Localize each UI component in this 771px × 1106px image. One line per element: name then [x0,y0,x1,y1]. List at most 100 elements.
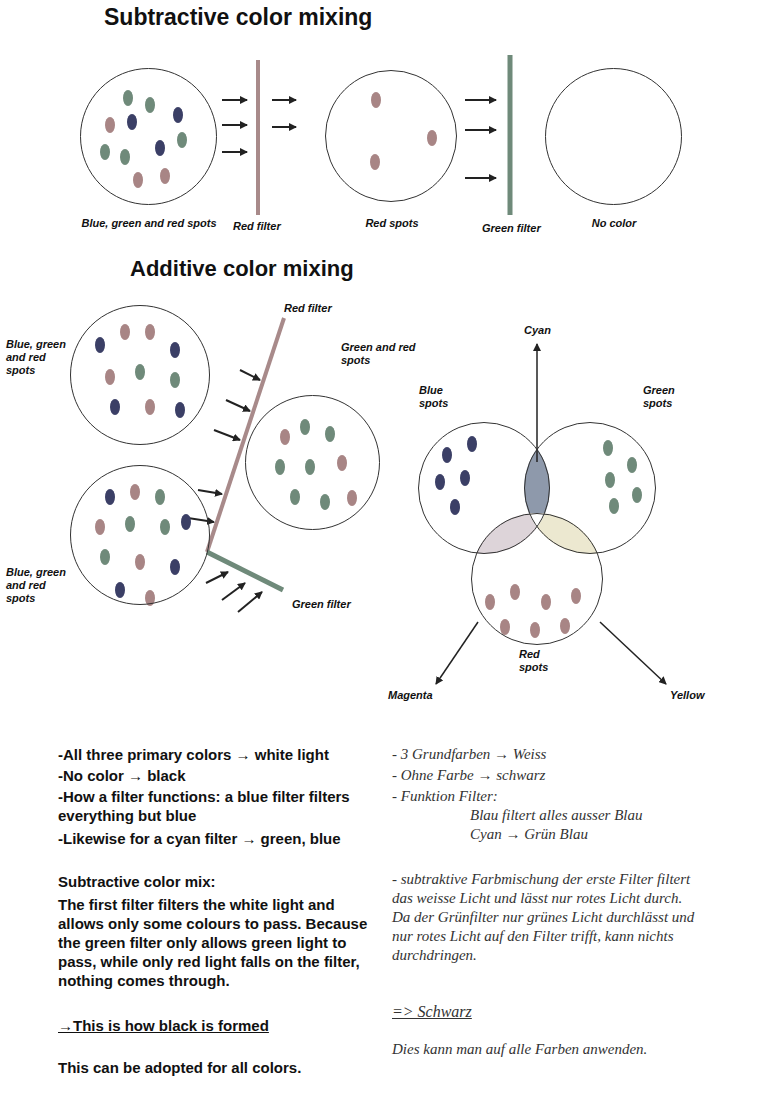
color-spot [510,584,520,600]
circle-caption: Blue, green and red spots [6,566,68,605]
color-spot [177,132,187,148]
color-spot [632,487,642,503]
circle-node: Green spots [524,422,656,554]
text-label: Red filter [284,302,354,315]
color-spot [435,474,445,490]
color-spot [160,168,170,184]
circle-node: Red spots [471,513,603,645]
color-spot [460,470,470,486]
color-spots [95,90,642,638]
color-spot [105,489,115,505]
color-spot [155,140,165,156]
color-spot [175,402,185,418]
color-spot [371,92,381,108]
color-spot [120,324,130,340]
text-label: Subtractive color mix: [58,872,378,891]
color-spot [300,419,310,435]
color-spot [603,440,613,456]
circle-node: Blue, green and red spots [70,465,210,605]
text-label: -No color → black [58,766,378,785]
text-label: The first filter filters the white light… [58,895,376,990]
color-spot [170,559,180,575]
color-spot [485,594,495,610]
circle-caption: Blue spots [419,384,469,410]
color-spot [571,588,581,604]
color-spot [123,90,133,106]
color-spot [133,172,143,188]
color-spot [305,459,315,475]
text-label: => Schwarz [392,1002,472,1021]
text-label: -All three primary colors → white light [58,745,378,764]
color-spot [467,436,477,452]
color-spot [605,472,615,488]
color-spot [105,117,115,133]
text-label: Dies kann man auf alle Farben anwenden. [392,1040,692,1059]
text-label: Additive color mixing [130,256,354,282]
color-spot [105,369,115,385]
pointer-arrows [436,344,666,684]
circle-node: Blue spots [418,422,550,554]
color-spot [95,337,105,353]
circle-node: Blue, green and red spots [70,305,210,445]
color-spot [135,364,145,380]
color-spot [95,519,105,535]
text-label: -How a filter functions: a blue filter f… [58,787,358,825]
text-label: Green filter [292,598,372,611]
color-spot [442,447,452,463]
text-label: Yellow [670,689,720,702]
color-spot [450,499,460,515]
filters [207,55,510,590]
text-label: - Ohne Farbe → schwarz [392,766,692,785]
color-spot [115,582,125,598]
color-spot [500,619,510,635]
color-spot [325,426,335,442]
circle-caption: Red spots [519,648,569,674]
circle-node: Blue, green and red spots [80,68,217,205]
color-spot [280,429,290,445]
color-spot [170,342,180,358]
text-label: Red filter [233,220,303,233]
color-spot [100,144,110,160]
color-spot [145,324,155,340]
color-spot [145,399,155,415]
color-spot [370,154,380,170]
color-spot [627,457,637,473]
text-label: This can be adopted for all colors. [58,1058,378,1077]
text-label: →This is how black is formed [58,1016,269,1035]
color-spot [145,590,155,606]
color-spot [110,399,120,415]
color-spot [541,594,551,610]
circle-node: Red spots [325,70,457,202]
text-label: Green filter [482,222,562,235]
color-spot [427,130,437,146]
circle-caption: Green and red spots [341,341,421,367]
text-label: - 3 Grundfarben → Weiss [392,745,692,764]
circle-caption: Blue, green and red spots [6,338,68,377]
color-spot [100,549,110,565]
color-spot [530,622,540,638]
color-spot [130,484,140,500]
color-spot [145,97,155,113]
circle-node: No color [545,68,682,205]
color-spot [125,516,135,532]
text-label: Cyan → Grün Blau [470,825,760,844]
text-label: -Likewise for a cyan filter → green, blu… [58,829,378,848]
color-spot [320,494,330,510]
text-label: Blau filtert alles ausser Blau [470,806,760,825]
circle-caption: Red spots [332,217,452,230]
color-spot [347,490,357,506]
text-label: - subtraktive Farbmischung der erste Fil… [392,870,702,965]
color-spot [127,114,137,130]
color-spot [173,107,183,123]
color-spot [170,372,180,388]
color-spot [120,149,130,165]
light-arrows [188,100,496,612]
circle-caption: Blue, green and red spots [74,217,224,230]
color-spot [609,498,619,514]
circle-node: Green and red spots [245,395,380,530]
color-spot [275,459,285,475]
color-spot [135,554,145,570]
color-spot [560,618,570,634]
color-spot [337,455,347,471]
